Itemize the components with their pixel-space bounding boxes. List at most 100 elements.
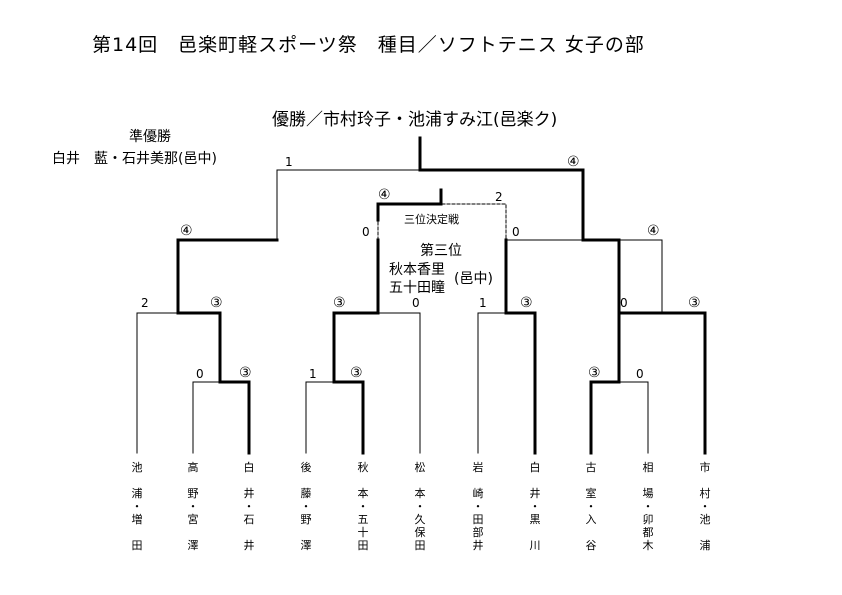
score-q3-left: 1 [479, 296, 487, 310]
bracket-thick-lines [176, 136, 707, 455]
player-name-char: 本 [414, 487, 426, 500]
player-name-char: ・ [300, 500, 312, 513]
player-name-char: 石 [243, 513, 255, 526]
player-name-char: 相 [642, 461, 654, 474]
player-entry: 白井・黒川 [526, 461, 544, 552]
player-entry: 古室・入谷 [582, 461, 600, 552]
player-name-char: 高 [187, 461, 199, 474]
score-semi1-right: 0 [362, 225, 370, 239]
player-name-char: 後 [300, 461, 312, 474]
champion-label: 優勝／市村玲子・池浦すみ江(邑楽ク) [272, 110, 558, 130]
player-name-char: ・ [187, 500, 199, 513]
player-name-char: 野 [300, 513, 312, 526]
player-name-char: 澤 [300, 539, 312, 552]
third-place-label: 第三位 [420, 243, 462, 259]
score-q4-left: 0 [620, 296, 628, 310]
player-name-char: 松 [414, 461, 426, 474]
player-name-char: 村 [699, 487, 711, 500]
score-q2-left: ③ [333, 295, 346, 311]
player-name-char: 池 [131, 461, 143, 474]
score-q3-right: ③ [520, 295, 533, 311]
player-name-char: 久 [414, 513, 426, 526]
player-name-char: 五 [357, 513, 369, 526]
player-name-char: 木 [642, 539, 654, 552]
player-name-char: 田 [357, 539, 369, 552]
player-entry: 白井・石井 [240, 461, 258, 552]
score-semi2-right: ④ [647, 223, 660, 239]
player-name-char: 崎 [472, 487, 484, 500]
player-name-char: 場 [642, 487, 654, 500]
score-final-left: 1 [285, 155, 293, 169]
score-q2-right: 0 [412, 296, 420, 310]
score-r1b-right: ③ [350, 365, 363, 381]
player-name-char: 黒 [529, 513, 541, 526]
player-name-char: 白 [529, 461, 541, 474]
player-name-char: 井 [472, 539, 484, 552]
player-name-char: 入 [585, 513, 597, 526]
player-name-char: ・ [472, 500, 484, 513]
player-entry: 松本・久保田 [411, 461, 429, 552]
player-name-char: 室 [585, 487, 597, 500]
player-name-char: 井 [243, 487, 255, 500]
score-semi1-left: ④ [180, 223, 193, 239]
third-place-team: (邑中) [454, 271, 493, 287]
player-name-char: 藤 [300, 487, 312, 500]
player-name-char: ・ [414, 500, 426, 513]
player-name-char: ・ [642, 500, 654, 513]
player-name-char: 卯 [642, 513, 654, 526]
score-r1c-right: 0 [636, 367, 644, 381]
player-name-char: 田 [414, 539, 426, 552]
score-r1a-left: 0 [196, 367, 204, 381]
player-name-char: 浦 [131, 487, 143, 500]
score-semi2-left: 0 [512, 225, 520, 239]
player-name-char: 岩 [472, 461, 484, 474]
score-r1c-left: ③ [588, 365, 601, 381]
player-entry: 相場・卯都木 [639, 461, 657, 552]
player-name-char: 十 [357, 526, 369, 539]
runner-up-names: 白井 藍・石井美那(邑中) [52, 151, 217, 167]
score-r1a-right: ③ [239, 365, 252, 381]
score-third-right: 2 [495, 190, 503, 204]
score-q4-right: ③ [688, 295, 701, 311]
player-name-char: 池 [699, 513, 711, 526]
runner-up-label: 準優勝 [129, 129, 171, 145]
player-entry: 後藤・野澤 [297, 461, 315, 552]
player-name-char: 増 [131, 513, 143, 526]
score-final-right: ④ [567, 154, 580, 170]
player-name-char: ・ [529, 500, 541, 513]
player-entry: 市村・池浦 [696, 461, 714, 552]
third-place-match-label: 三位決定戦 [404, 213, 459, 226]
player-name-char: 本 [357, 487, 369, 500]
third-place-name-1: 秋本香里 [389, 262, 445, 278]
player-name-char: 井 [529, 487, 541, 500]
player-name-char: ・ [131, 500, 143, 513]
third-place-bracket [377, 203, 507, 241]
score-r1b-left: 1 [309, 367, 317, 381]
player-entry: 岩崎・田部井 [469, 461, 487, 552]
score-q1-right: ③ [210, 295, 223, 311]
player-entry: 高野・宮澤 [184, 461, 202, 552]
third-place-name-2: 五十田瞳 [389, 280, 445, 296]
player-name-char: 谷 [585, 539, 597, 552]
player-name-char: 田 [131, 539, 143, 552]
player-name-char: 田 [472, 513, 484, 526]
player-name-char: 井 [243, 539, 255, 552]
player-name-char: 保 [414, 526, 426, 539]
player-name-char: 川 [529, 539, 541, 552]
score-third-left: ④ [378, 187, 391, 203]
player-entry: 池浦・増田 [128, 461, 146, 552]
player-name-char: 浦 [699, 539, 711, 552]
player-name-char: ・ [243, 500, 255, 513]
page-title: 第14回 邑楽町軽スポーツ祭 種目／ソフトテニス 女子の部 [92, 34, 645, 56]
player-name-char: 都 [642, 526, 654, 539]
score-q1-left: 2 [141, 296, 149, 310]
player-name-char: 部 [472, 526, 484, 539]
player-name-char: 白 [243, 461, 255, 474]
player-name-char: 市 [699, 461, 711, 474]
player-name-char: ・ [699, 500, 711, 513]
player-name-char: 秋 [357, 461, 369, 474]
player-name-char: ・ [585, 500, 597, 513]
player-name-char: ・ [357, 500, 369, 513]
player-name-char: 古 [585, 461, 597, 474]
